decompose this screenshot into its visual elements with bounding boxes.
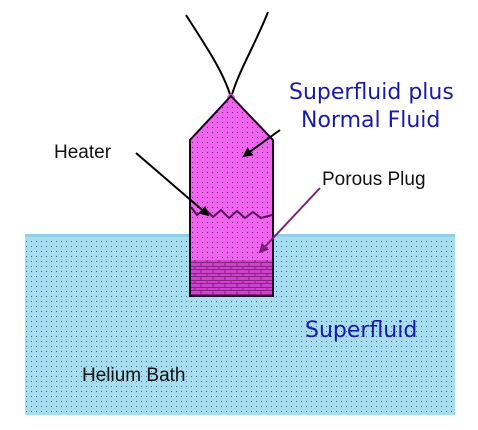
superfluid-plus-label-line2: Normal Fluid — [301, 108, 441, 133]
porous-plug — [190, 260, 273, 296]
heater-label: Heater — [54, 142, 112, 163]
tube-fluid — [190, 96, 273, 260]
plug-arrow — [258, 187, 321, 254]
fluid-arrow — [242, 129, 281, 158]
superfluid-plus-label-line1: Superfluid plus — [289, 80, 454, 105]
porous-plug-label: Porous Plug — [322, 169, 426, 190]
heater-wire-right — [230, 11, 269, 99]
tube-outline — [189, 94, 274, 297]
superfluid-label: Superfluid — [305, 318, 418, 343]
helium-bath-label: Helium Bath — [82, 365, 186, 386]
heater-arrow — [135, 152, 210, 217]
tube-tip — [227, 94, 235, 102]
heater-wire-left — [185, 14, 232, 99]
